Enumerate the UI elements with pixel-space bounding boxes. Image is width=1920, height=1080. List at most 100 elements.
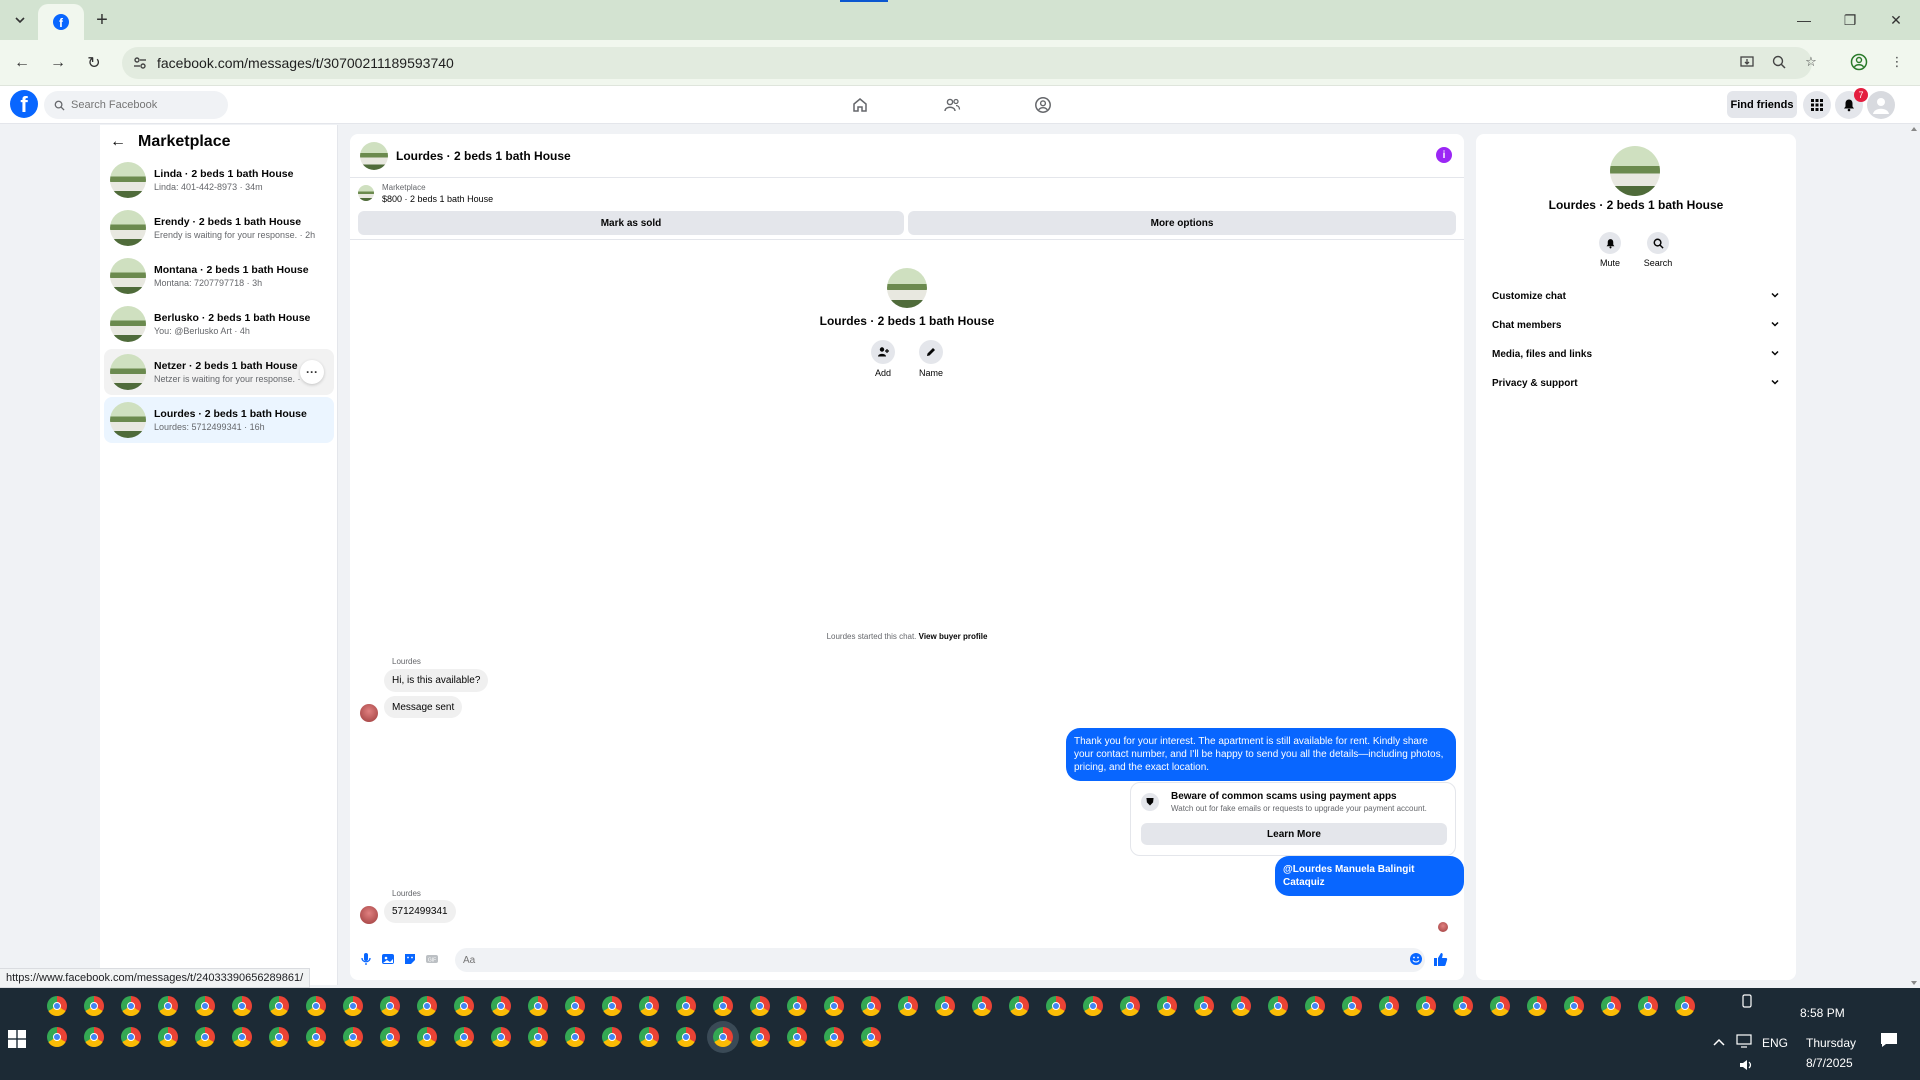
chrome-taskbar-icon[interactable] <box>343 1027 363 1047</box>
chrome-taskbar-icon[interactable] <box>787 996 807 1016</box>
chrome-taskbar-icon[interactable] <box>1231 996 1251 1016</box>
search-in-chat-button[interactable]: Search <box>1638 232 1678 268</box>
close-window-icon[interactable]: ✕ <box>1890 11 1902 28</box>
chrome-taskbar-icon[interactable] <box>676 1027 696 1047</box>
chrome-taskbar-icon[interactable] <box>269 1027 289 1047</box>
url-text[interactable]: facebook.com/messages/t/3070021118959374… <box>157 55 454 71</box>
chrome-taskbar-icon[interactable] <box>1601 996 1621 1016</box>
chrome-taskbar-icon[interactable] <box>158 996 178 1016</box>
mark-as-sold-button[interactable]: Mark as sold <box>358 211 904 235</box>
show-hidden-icons-chevron-icon[interactable] <box>1712 1036 1726 1050</box>
chrome-taskbar-icon[interactable] <box>676 996 696 1016</box>
forward-arrow-icon[interactable]: → <box>50 54 66 71</box>
more-options-button[interactable]: More options <box>908 211 1456 235</box>
chrome-taskbar-icon[interactable] <box>750 996 770 1016</box>
chrome-taskbar-icon[interactable] <box>528 996 548 1016</box>
home-icon[interactable] <box>848 93 872 117</box>
chrome-taskbar-icon[interactable] <box>454 1027 474 1047</box>
chrome-taskbar-icon[interactable] <box>491 1027 511 1047</box>
chrome-taskbar-icon[interactable] <box>713 1027 733 1047</box>
chrome-taskbar-icon[interactable] <box>1453 996 1473 1016</box>
chat-title[interactable]: Lourdes · 2 beds 1 bath House <box>396 148 571 163</box>
chrome-taskbar-icon[interactable] <box>861 996 881 1016</box>
message-input[interactable] <box>455 948 1425 972</box>
chrome-taskbar-icon[interactable] <box>47 1027 67 1047</box>
clock-date[interactable]: 8/7/2025 <box>1806 1056 1853 1070</box>
info-avatar[interactable] <box>1610 146 1660 196</box>
chrome-taskbar-icon[interactable] <box>565 1027 585 1047</box>
chrome-taskbar-icon[interactable] <box>1527 996 1547 1016</box>
incoming-message[interactable]: Hi, is this available? <box>384 669 489 692</box>
mute-button[interactable]: Mute <box>1590 232 1630 268</box>
outgoing-message[interactable]: Thank you for your interest. The apartme… <box>1066 728 1456 781</box>
clock-time[interactable]: 8:58 PM <box>1800 1006 1845 1020</box>
chrome-taskbar-icon[interactable] <box>1268 996 1288 1016</box>
gif-icon[interactable]: GIF <box>424 951 440 967</box>
tray-device-icon[interactable] <box>1740 994 1754 1011</box>
emoji-icon[interactable] <box>1408 951 1424 967</box>
sticker-icon[interactable] <box>402 951 418 967</box>
chrome-taskbar-icon[interactable] <box>417 996 437 1016</box>
chrome-taskbar-icon[interactable] <box>84 996 104 1016</box>
chrome-taskbar-icon[interactable] <box>1194 996 1214 1016</box>
chrome-taskbar-icon[interactable] <box>1490 996 1510 1016</box>
chrome-taskbar-icon[interactable] <box>121 996 141 1016</box>
thumbs-up-icon[interactable] <box>1432 951 1448 967</box>
edit-name-button[interactable]: Name <box>919 340 943 378</box>
incoming-message[interactable]: 5712499341 <box>384 900 456 923</box>
chrome-taskbar-icon[interactable] <box>84 1027 104 1047</box>
chat-members-section[interactable]: Chat members <box>1484 311 1788 339</box>
chrome-taskbar-icon[interactable] <box>1305 996 1325 1016</box>
chrome-taskbar-icon[interactable] <box>1009 996 1029 1016</box>
search-input[interactable] <box>71 99 221 111</box>
chrome-taskbar-icon[interactable] <box>1638 996 1658 1016</box>
browser-tab-facebook[interactable]: f <box>38 4 84 40</box>
chrome-taskbar-icon[interactable] <box>380 996 400 1016</box>
chrome-taskbar-icon[interactable] <box>232 1027 252 1047</box>
page-scrollbar[interactable] <box>1908 124 1920 988</box>
back-arrow-icon[interactable]: ← <box>14 54 30 71</box>
chrome-taskbar-icon[interactable] <box>861 1027 881 1047</box>
chrome-taskbar-icon[interactable] <box>565 996 585 1016</box>
chrome-taskbar-icon[interactable] <box>232 996 252 1016</box>
chrome-taskbar-icon[interactable] <box>1120 996 1140 1016</box>
restore-icon[interactable]: ❐ <box>1843 11 1857 28</box>
outgoing-mention-message[interactable]: @Lourdes Manuela Balingit Cataquiz <box>1275 856 1464 896</box>
clock-day[interactable]: Thursday <box>1806 1036 1857 1050</box>
find-friends-button[interactable]: Find friends <box>1727 91 1797 118</box>
chrome-taskbar-icon[interactable] <box>269 996 289 1016</box>
chrome-taskbar-icon[interactable] <box>713 996 733 1016</box>
notifications-bell-icon[interactable] <box>1835 91 1863 119</box>
minimize-icon[interactable]: — <box>1797 12 1811 28</box>
chrome-taskbar-icon[interactable] <box>195 1027 215 1047</box>
volume-icon[interactable] <box>1738 1058 1754 1075</box>
chrome-taskbar-icon[interactable] <box>787 1027 807 1047</box>
chrome-taskbar-icon[interactable] <box>528 1027 548 1047</box>
photo-icon[interactable] <box>380 951 396 967</box>
menu-grid-icon[interactable] <box>1803 91 1831 119</box>
install-app-icon[interactable] <box>1736 51 1758 73</box>
profile-icon[interactable] <box>1848 51 1870 73</box>
browser-menu-icon[interactable]: ⋮ <box>1890 54 1904 69</box>
chrome-taskbar-icon[interactable] <box>47 996 67 1016</box>
chrome-taskbar-icon[interactable] <box>1157 996 1177 1016</box>
chrome-taskbar-icon[interactable] <box>1342 996 1362 1016</box>
learn-more-button[interactable]: Learn More <box>1141 823 1447 845</box>
chrome-taskbar-icon[interactable] <box>1564 996 1584 1016</box>
notification-center-icon[interactable] <box>1880 1032 1898 1051</box>
facebook-logo-icon[interactable]: f <box>10 90 38 118</box>
groups-profile-icon[interactable] <box>1031 93 1055 117</box>
reload-icon[interactable]: ↻ <box>87 55 101 72</box>
chrome-taskbar-icon[interactable] <box>454 996 474 1016</box>
chrome-taskbar-icon[interactable] <box>824 996 844 1016</box>
chrome-taskbar-icon[interactable] <box>639 996 659 1016</box>
chrome-taskbar-icon[interactable] <box>1083 996 1103 1016</box>
info-icon[interactable]: i <box>1436 147 1452 163</box>
chrome-taskbar-icon[interactable] <box>1379 996 1399 1016</box>
account-avatar[interactable] <box>1867 91 1895 119</box>
